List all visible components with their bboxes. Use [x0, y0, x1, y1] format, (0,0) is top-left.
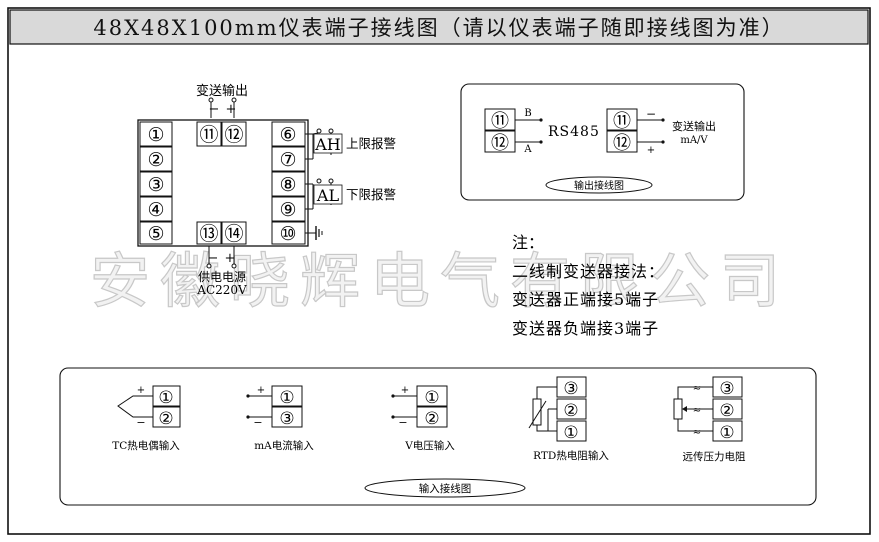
tc-plus-sign: + [137, 385, 145, 396]
analog-plus-sign: + [647, 145, 655, 156]
al-alarm-label: AL [316, 186, 340, 205]
rtd-terminal-1: ① [563, 423, 578, 443]
ma-minus-sign: − [253, 416, 262, 429]
ah-alarm-description: 上限报警 [346, 136, 396, 151]
rtd-terminal-2: ② [563, 401, 578, 421]
rtd-input: ③ ② ① RTD热电阻输入 [528, 376, 609, 462]
input-diagram-caption: 输入接线图 [419, 482, 472, 495]
wiring-notes: 注： 二线制变送器接法： 变送器正端接5端子 变送器负端接3端子 [512, 233, 665, 338]
terminal-14: ⑭ [224, 223, 243, 245]
svg-text:≈: ≈ [693, 405, 701, 416]
remote-terminal-1: ① [719, 423, 734, 443]
terminal-4: ④ [147, 199, 164, 221]
terminal-12: ⑫ [224, 124, 243, 146]
right-terminal-column: ⑥ ⑦ ⑧ ⑨ ⑩ [271, 121, 306, 245]
power-supply-spec: AC220V [196, 283, 247, 297]
remote-terminal-2: ② [719, 401, 734, 421]
page-title: 48X48X100mm仪表端子接线图（请以仪表端子随即接线图为准） [93, 16, 784, 40]
remote-pressure-input: ③ ② ① ≈ ≈ ≈ 远传压力电阻 [673, 376, 746, 463]
v-terminal-1: ① [424, 388, 439, 408]
rs485-terminal-11: ⑪ [491, 111, 509, 132]
tc-terminal-1: ① [158, 388, 173, 408]
notes-line-3: 变送器负端接3端子 [512, 319, 659, 338]
output-diagram-caption: 输出接线图 [574, 179, 624, 192]
power-plus-sign: + [225, 251, 236, 266]
terminal-13: ⑬ [199, 223, 218, 245]
notes-line-2: 变送器正端接5端子 [512, 290, 659, 309]
notes-line-1: 二线制变送器接法： [512, 262, 665, 281]
rtd-terminal-3: ③ [563, 379, 578, 399]
ma-terminal-3: ③ [279, 409, 294, 429]
terminal-3: ③ [147, 174, 164, 196]
tc-input: ① ② + − TC热电偶输入 [112, 385, 181, 452]
terminal-2: ② [147, 149, 164, 171]
terminal-7: ⑦ [279, 149, 296, 171]
analog-output-label: 变送输出 [672, 119, 716, 133]
ma-input-label: mA电流输入 [254, 439, 314, 452]
terminal-9: ⑨ [279, 199, 296, 221]
power-minus-sign: − [208, 251, 219, 266]
terminal-8: ⑧ [279, 174, 296, 196]
potentiometer-icon [673, 398, 683, 420]
terminal-11: ⑪ [199, 124, 218, 146]
v-input-label: V电压输入 [404, 439, 455, 452]
rtd-input-label: RTD热电阻输入 [533, 449, 609, 462]
output-plus-sign: + [226, 102, 237, 117]
ah-alarm-label: AH [314, 135, 341, 154]
tc-minus-sign: − [136, 416, 145, 429]
notes-heading: 注： [512, 233, 544, 252]
ma-plus-sign: + [257, 385, 265, 396]
input-diagram-frame [59, 367, 817, 506]
al-alarm-description: 下限报警 [346, 187, 396, 202]
ma-terminal-1: ① [279, 388, 294, 408]
remote-terminal-3: ③ [719, 379, 734, 399]
v-terminal-2: ② [424, 409, 439, 429]
input-wiring-diagram: ① ② + − TC热电偶输入 ① ③ + − mA电流输入 ① ② [59, 367, 817, 506]
analog-minus-sign: − [646, 107, 656, 121]
watermark: 安徽晓辉电气有限公司 [90, 247, 790, 317]
terminal-6: ⑥ [279, 124, 296, 146]
title-bar [9, 9, 869, 45]
transmitter-output-label: 变送输出 [196, 83, 248, 99]
v-input: ① ② + − V电压输入 [391, 385, 455, 452]
tc-input-label: TC热电偶输入 [112, 439, 180, 452]
power-supply-label: 供电电源 [198, 270, 246, 284]
analog-terminal-12: ⑫ [613, 133, 631, 154]
tc-terminal-2: ② [158, 409, 173, 429]
output-wiring-diagram: ⑪ ⑫ B A RS485 ⑪ ⑫ − + 变送输出 mA/V 输出接线图 [460, 83, 745, 201]
svg-text:≈: ≈ [693, 427, 701, 438]
left-terminal-column: ① ② ③ ④ ⑤ [139, 121, 173, 245]
svg-text:≈: ≈ [693, 383, 701, 394]
rs485-b-label: B [524, 108, 531, 119]
ma-input: ① ③ + − mA电流输入 [246, 385, 314, 452]
rs485-terminal-12: ⑫ [491, 133, 509, 154]
rs485-a-label: A [523, 144, 532, 155]
output-caption-ellipse [545, 176, 653, 194]
output-minus-sign: − [209, 102, 220, 117]
analog-terminal-11: ⑪ [613, 111, 631, 132]
input-caption-ellipse [364, 478, 526, 498]
ground-icon [305, 226, 323, 240]
terminal-1: ① [147, 124, 164, 146]
output-diagram-frame [460, 83, 745, 201]
terminal-5: ⑤ [147, 223, 164, 245]
v-plus-sign: + [401, 385, 409, 396]
v-minus-sign: − [398, 416, 407, 429]
remote-input-label: 远传压力电阻 [683, 450, 746, 463]
rs485-label: RS485 [548, 124, 600, 140]
analog-output-unit: mA/V [680, 135, 708, 146]
rtd-resistor-icon [532, 398, 542, 426]
main-terminal-diagram: 变送输出 − + ① ② ③ ④ ⑤ ⑥ ⑦ [137, 83, 396, 297]
terminal-10: ⑩ [279, 223, 296, 245]
